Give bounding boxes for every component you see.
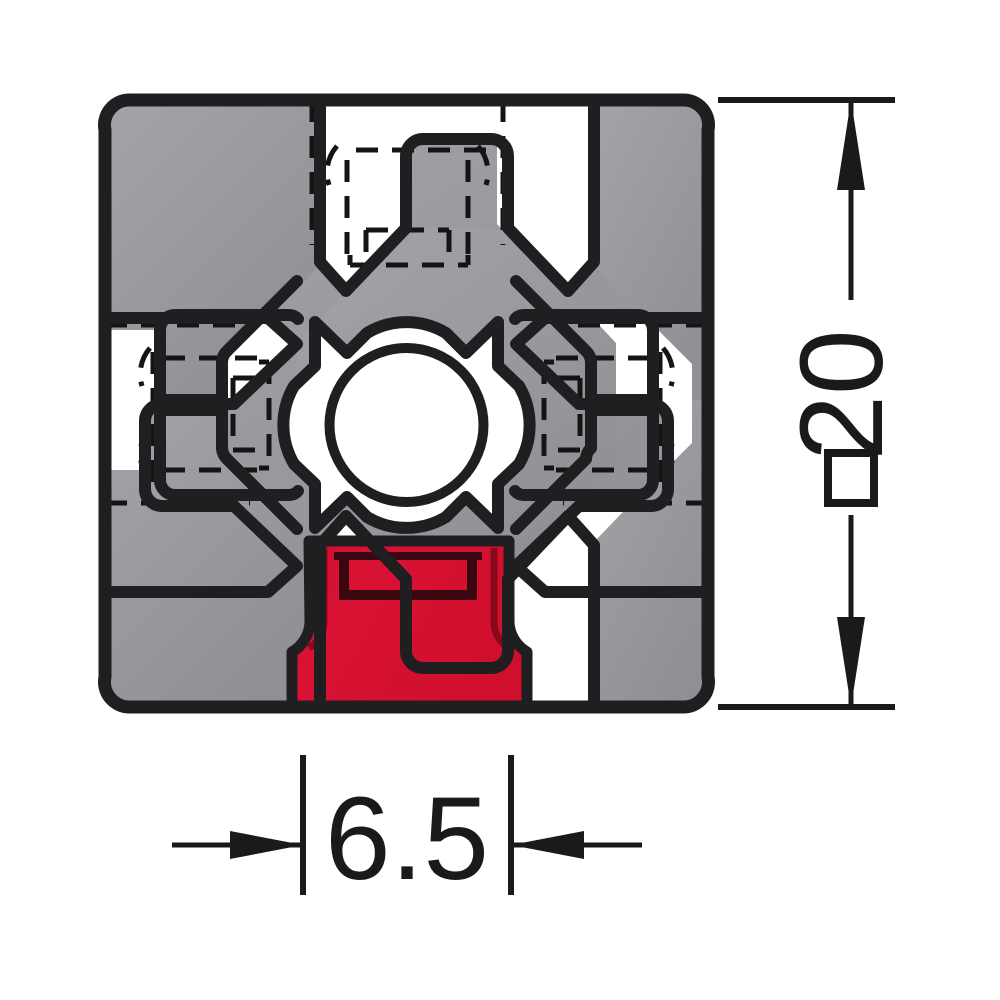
dim-arrow-down — [837, 617, 865, 707]
outline-rib-bl — [216, 442, 303, 535]
hidden-line-left-arc-top — [137, 346, 152, 387]
web-diagonal-bottom-right — [594, 400, 709, 708]
outline-core-bore — [277, 316, 536, 534]
dim-arrow-up — [837, 100, 865, 190]
dim-arrow-left — [511, 831, 584, 859]
outline-outer-square — [98, 93, 715, 714]
hidden-line-right-arc-top — [661, 346, 676, 387]
hidden-line-top-arc-left — [324, 144, 339, 186]
dimension-height-symbol-group — [824, 449, 878, 507]
web-diagonal-top-right — [594, 99, 709, 410]
dimension-slot-width-value: 6.5 — [325, 773, 489, 905]
outline-slot-bottom — [314, 510, 600, 713]
square-symbol-icon — [824, 449, 878, 507]
outline-slot-top — [314, 94, 600, 297]
dimension-height-value: 20 — [776, 329, 908, 460]
web-diagonal-top-left — [104, 99, 320, 410]
dim-arrow-right — [230, 831, 303, 859]
outline-rib-br — [510, 442, 597, 535]
dimension-horizontal-group: 6.5 — [172, 755, 642, 905]
dimension-vertical-group: 20 — [718, 97, 908, 710]
outline-core-circle — [324, 343, 489, 507]
profile-outline-group — [98, 93, 715, 714]
